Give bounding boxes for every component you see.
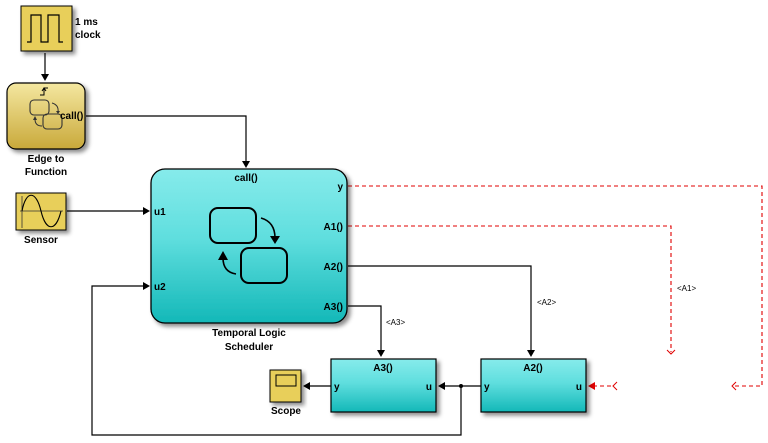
arrowhead-red	[588, 382, 595, 390]
line-feedback-to-u2[interactable]	[91, 285, 462, 436]
scheduler-out-port-A1: A1()	[324, 222, 343, 233]
edge-label-1: Edge to	[28, 154, 65, 165]
A2-out-port-y: y	[484, 382, 490, 393]
scheduler-trigger-port: call()	[234, 173, 257, 184]
arrowhead	[143, 207, 150, 215]
line-A1-unconnected[interactable]	[348, 225, 672, 352]
arrowhead	[438, 382, 445, 390]
A3-out-port-y: y	[334, 382, 340, 393]
connections: <A1> <A2> <A3>	[41, 53, 763, 436]
scheduler-out-port-A2: A2()	[324, 262, 343, 273]
scope-screen-icon	[275, 374, 297, 387]
arrowhead	[242, 161, 250, 168]
rising-edge-icon	[40, 87, 48, 96]
signal-label-A1: <A1>	[677, 284, 696, 293]
edge-label-2: Function	[25, 167, 67, 178]
scheduler-in-port-u1: u1	[154, 207, 166, 218]
stateflow-icon	[29, 99, 63, 130]
line-y-unconnected[interactable]	[348, 185, 763, 387]
pulse-icon	[27, 14, 63, 43]
signal-label-A2: <A2>	[537, 298, 556, 307]
scope-block[interactable]: Scope	[269, 369, 302, 417]
A3-title: A3()	[373, 363, 392, 374]
clock-label-2: clock	[75, 30, 101, 41]
unconnected-end-marker	[666, 349, 676, 355]
signal-label-A3: <A3>	[386, 318, 405, 327]
scope-label: Scope	[271, 406, 301, 417]
scheduler-in-port-u2: u2	[154, 282, 166, 293]
clock-label-1: 1 ms	[75, 17, 98, 28]
A3-in-port-u: u	[426, 382, 432, 393]
unconnected-end-marker	[612, 381, 618, 391]
scheduler-label-2: Scheduler	[225, 342, 273, 353]
scheduler-out-port-A3: A3()	[324, 302, 343, 313]
line-A2-signal[interactable]	[348, 265, 532, 352]
scheduler-out-port-y: y	[337, 182, 343, 193]
arrowhead	[303, 382, 310, 390]
line-A3-signal[interactable]	[348, 305, 382, 352]
sensor-label: Sensor	[24, 235, 58, 246]
sensor-block[interactable]: Sensor	[15, 192, 67, 246]
arrowhead	[143, 282, 150, 290]
line-call-to-scheduler[interactable]	[86, 115, 247, 163]
A3-subsystem-block[interactable]: A3() y u	[330, 358, 437, 413]
stateflow-icon	[209, 207, 288, 284]
A2-subsystem-block[interactable]: A2() y u	[480, 358, 587, 413]
edge-to-function-block[interactable]: call() Edge to Function	[6, 82, 86, 178]
A2-title: A2()	[523, 363, 542, 374]
edge-call-port: call()	[60, 111, 83, 122]
arrowhead	[41, 74, 49, 81]
arrowhead	[527, 350, 535, 357]
sine-wave-icon	[21, 194, 62, 228]
scheduler-chart-block[interactable]: call() u1 u2 y A1() A2() A3() Temporal L…	[150, 168, 348, 353]
unconnected-end-marker	[731, 381, 737, 391]
A2-in-port-u: u	[576, 382, 582, 393]
arrowhead	[377, 350, 385, 357]
branch-point	[459, 384, 463, 388]
clock-block[interactable]: 1 ms clock	[20, 5, 101, 52]
scheduler-label-1: Temporal Logic	[212, 328, 286, 339]
